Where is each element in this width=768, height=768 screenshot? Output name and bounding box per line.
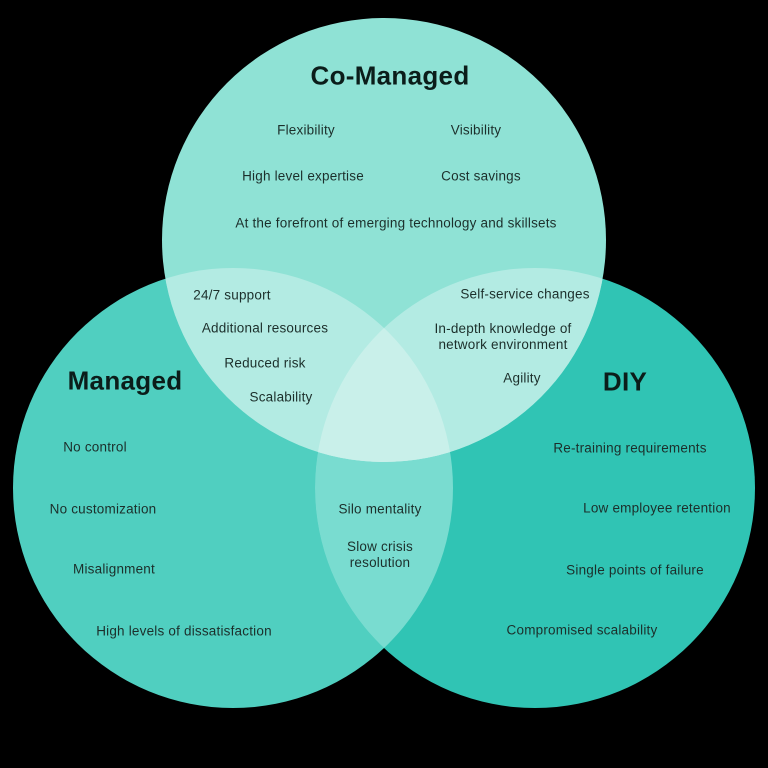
top-overlaps <box>162 268 606 462</box>
co-managed-item: Cost savings <box>441 168 521 184</box>
co-managed-managed-item: Scalability <box>249 389 313 405</box>
co-managed-managed-overlap <box>162 268 453 462</box>
co-managed-title: Co-Managed <box>310 60 470 91</box>
diy-title: DIY <box>602 366 648 397</box>
diy-item: Compromised scalability <box>506 622 658 638</box>
co-managed-managed-item: Additional resources <box>201 320 329 336</box>
co-managed-managed-item: 24/7 support <box>193 287 271 303</box>
co-managed-managed-item: Reduced risk <box>224 355 306 371</box>
managed-item: No control <box>63 439 127 455</box>
managed-item: Misalignment <box>73 561 155 577</box>
co-managed-diy-item: In-depth knowledge of network environmen… <box>434 321 572 352</box>
diy-item: Low employee retention <box>583 500 731 516</box>
co-managed-diy-item: Self-service changes <box>460 286 590 302</box>
co-managed-item: At the forefront of emerging technology … <box>235 215 557 231</box>
managed-diy-item: Slow crisis resolution <box>347 539 413 570</box>
co-managed-diy-item: Agility <box>503 370 541 386</box>
managed-item: High levels of dissatisfaction <box>96 623 272 639</box>
managed-diy-item: Silo mentality <box>338 501 422 517</box>
co-managed-item: Flexibility <box>277 122 335 138</box>
diy-item: Single points of failure <box>566 562 704 578</box>
co-managed-item: High level expertise <box>242 168 364 184</box>
co-managed-item: Visibility <box>450 122 502 138</box>
diy-item: Re-training requirements <box>553 440 707 456</box>
co-managed-diy-overlap <box>315 268 606 462</box>
managed-item: No customization <box>49 501 157 517</box>
managed-title: Managed <box>67 365 183 396</box>
